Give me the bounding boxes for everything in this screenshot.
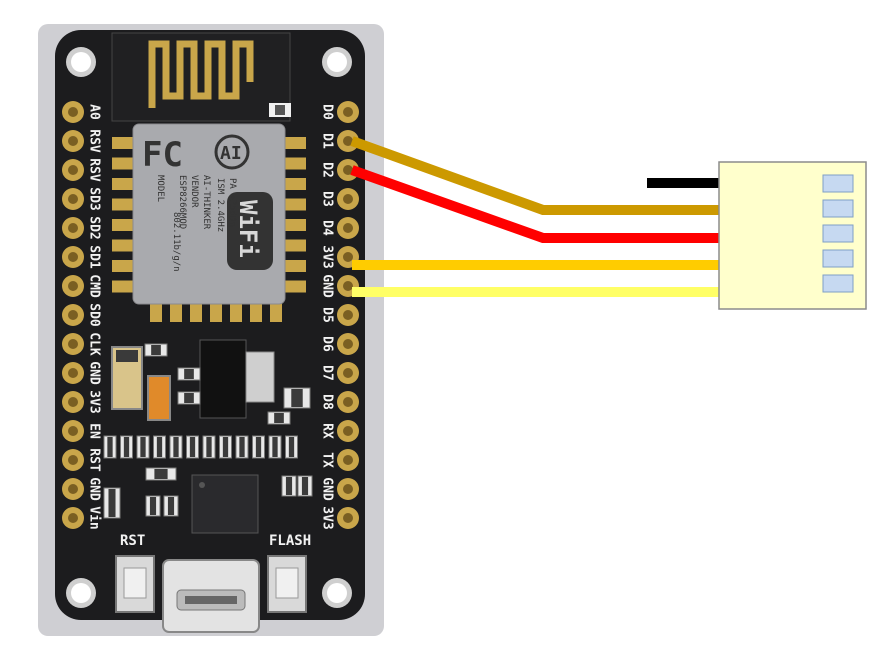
rst-button[interactable] [115, 555, 155, 613]
right-pin-label: D3 [320, 191, 335, 207]
right-pin-label: D0 [320, 104, 335, 120]
module-fc-logo: FC [142, 135, 183, 175]
voltage-regulator [199, 339, 247, 419]
module-wifi-badge [227, 192, 273, 270]
module-pads [112, 137, 306, 322]
module-wifi-logo: WiFi [234, 200, 262, 258]
connector-pin [822, 224, 854, 243]
module-pad [190, 302, 202, 322]
rst-button-label: RST [120, 533, 145, 549]
connector-pins [822, 174, 854, 293]
left-pin-label: 3V3 [87, 390, 102, 413]
module-pad [112, 280, 134, 293]
regulator-tab [245, 351, 275, 403]
right-pin-label: D4 [320, 220, 335, 236]
micro-usb-port[interactable] [162, 559, 260, 633]
module-pad [170, 302, 182, 322]
left-pin-label: SD0 [87, 303, 102, 327]
connector-pin [822, 199, 854, 218]
module-ism: ISM 2.4GHz [215, 178, 225, 232]
module-vendor-name: AI-THINKER [201, 175, 211, 230]
module-pad [230, 302, 242, 322]
module-ai-logo: AI [220, 143, 242, 164]
module-vendor-label: VENDOR [189, 175, 199, 208]
mounting-holes [66, 47, 352, 608]
module-ai-badge [214, 134, 250, 170]
left-pin-label: RST [87, 448, 102, 472]
module-pad [284, 239, 306, 252]
flash-button-label: FLASH [269, 533, 311, 549]
left-pin-label: CMD [87, 274, 102, 298]
left-pin-label: RSV [87, 158, 102, 182]
module-pad [284, 157, 306, 170]
module-pad [284, 219, 306, 231]
module-pad [112, 137, 134, 149]
right-pin-label: 3V3 [320, 245, 335, 268]
left-pin-label: CLK [87, 332, 102, 356]
module-pad [210, 302, 222, 322]
left-pin-label: SD2 [87, 216, 102, 239]
module-pad [112, 198, 134, 211]
right-pin-label: GND [320, 274, 335, 298]
right-pin-label: RX [320, 423, 335, 439]
left-pin-label: RSV [87, 129, 102, 153]
left-pin-label: GND [87, 361, 102, 385]
right-pin-label: D6 [320, 336, 335, 352]
wire-2 [350, 165, 719, 243]
left-header-pins [62, 101, 84, 529]
wire-1 [350, 136, 719, 215]
right-pin-label: TX [320, 452, 335, 468]
module-pad [284, 137, 306, 149]
right-pin-label: D5 [320, 307, 335, 323]
right-pin-label: D8 [320, 394, 335, 410]
module-pad [250, 302, 262, 322]
connector-pin [822, 174, 854, 193]
five-pin-connector [718, 161, 867, 310]
module-pad [112, 219, 134, 231]
right-pin-label: GND [320, 477, 335, 501]
antenna-trace [148, 40, 254, 108]
chip-dot [199, 482, 205, 488]
module-pad [270, 302, 282, 322]
nodemcu-board: FC AI WiFi MODEL ESP8266MOD VENDOR AI-TH… [38, 24, 384, 636]
right-header-pins [337, 101, 359, 529]
left-pin-label: EN [87, 423, 102, 439]
module-markings: FC AI WiFi MODEL ESP8266MOD VENDOR AI-TH… [142, 134, 273, 272]
wires [350, 136, 719, 297]
connector-pin [822, 274, 854, 293]
left-pin-label: SD3 [87, 187, 102, 210]
connector-pin [822, 249, 854, 268]
regulator-section [103, 339, 313, 519]
module-pad [112, 260, 134, 272]
module-pad [112, 239, 134, 252]
antenna-led-core [275, 105, 285, 115]
left-pin-label: SD1 [87, 245, 102, 269]
module-pad [284, 178, 306, 190]
left-pin-label: Vin [87, 506, 102, 529]
module-pad [112, 157, 134, 170]
capacitor-small [147, 375, 171, 421]
right-pin-label: D1 [320, 133, 335, 149]
module-pad [284, 260, 306, 272]
module-model-label: MODEL [155, 175, 165, 202]
right-pin-label: D7 [320, 365, 335, 381]
module-pa: PA +25dBm [227, 178, 237, 227]
module-pad [284, 280, 306, 293]
module-standard: 802.11b/g/n [171, 212, 181, 272]
left-pin-label: GND [87, 477, 102, 501]
flash-button[interactable] [267, 555, 307, 613]
right-pin-label: D2 [320, 162, 335, 178]
module-pad [112, 178, 134, 190]
module-pad [284, 198, 306, 211]
right-pin-label: 3V3 [320, 506, 335, 529]
module-pad [150, 302, 162, 322]
module-model-number: ESP8266MOD [177, 175, 187, 229]
left-pin-label: A0 [87, 104, 102, 120]
antenna-area [111, 32, 291, 122]
smd-components [103, 343, 313, 519]
